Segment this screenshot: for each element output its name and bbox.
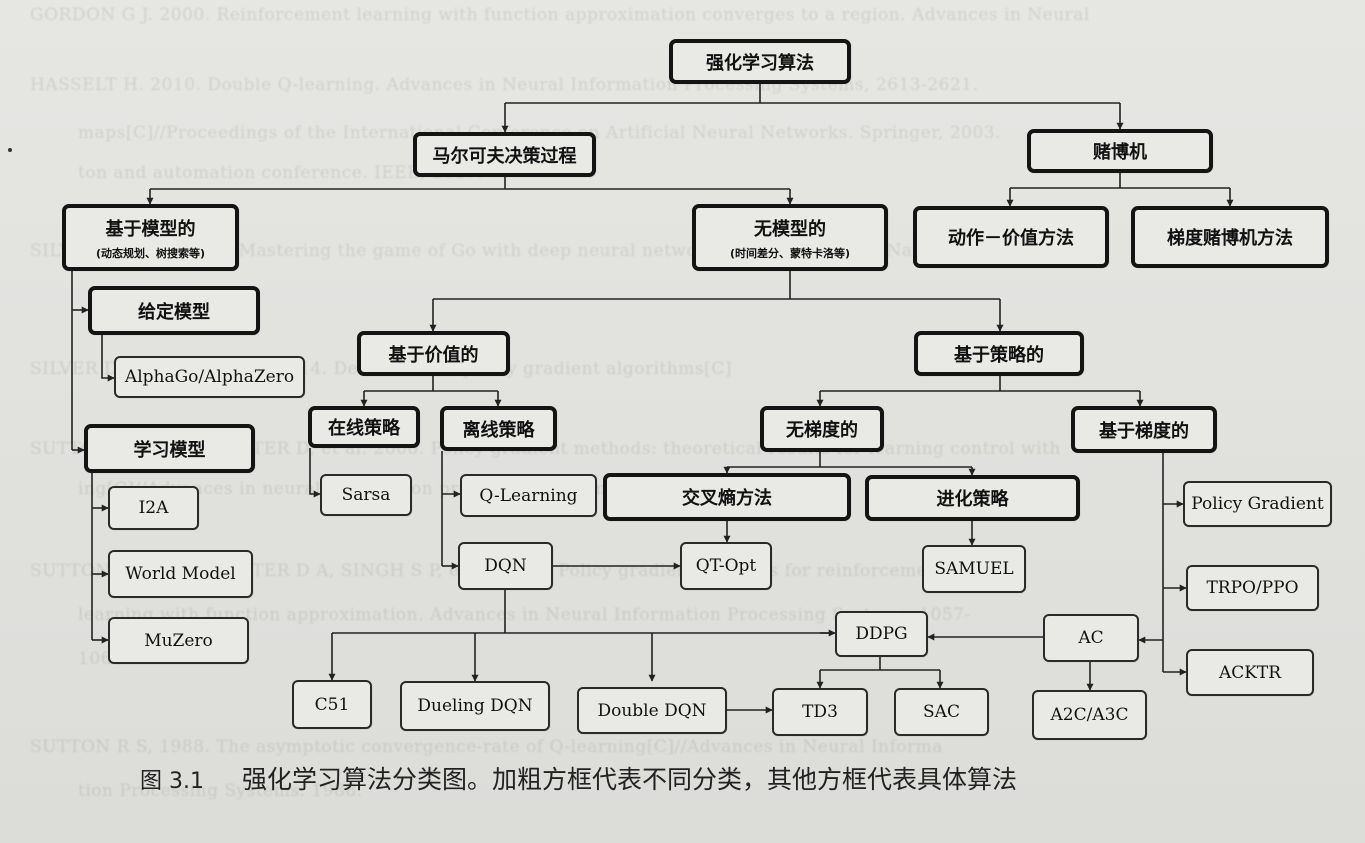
- node-sublabel: (时间差分、蒙特卡洛等): [729, 246, 851, 260]
- node-label: World Model: [125, 564, 236, 584]
- edge-given-alphago: [101, 335, 115, 382]
- node-samuel: SAMUEL: [922, 545, 1026, 593]
- node-sublabel: (动态规划、树搜索等): [95, 246, 206, 260]
- background-reference-text: tion Processing Systems. 1988.: [78, 781, 363, 801]
- node-evolution: 进化策略: [865, 475, 1080, 521]
- node-world-model: World Model: [108, 550, 253, 598]
- edge-dqn-trunk: [332, 590, 833, 634]
- node-label: 动作－价值方法: [948, 228, 1074, 249]
- node-label: 交叉熵方法: [682, 488, 772, 509]
- node-label: Policy Gradient: [1191, 494, 1324, 514]
- node-mdp: 马尔可夫决策过程: [413, 132, 596, 177]
- node-double-dqn: Double DQN: [577, 687, 727, 734]
- node-gradient-free: 无梯度的: [760, 406, 884, 452]
- node-i2a: I2A: [108, 486, 199, 530]
- node-root: 强化学习算法: [669, 39, 851, 84]
- node-label: TRPO/PPO: [1206, 578, 1299, 598]
- node-model-free: 无模型的 (时间差分、蒙特卡洛等): [692, 204, 888, 271]
- node-value-based: 基于价值的: [357, 331, 510, 376]
- node-sac: SAC: [894, 688, 989, 736]
- node-label: 进化策略: [936, 489, 1009, 510]
- node-action-value: 动作－价值方法: [913, 206, 1109, 268]
- node-ac: AC: [1043, 614, 1139, 662]
- node-label: 在线策略: [328, 418, 400, 439]
- node-policy-gradient: Policy Gradient: [1183, 481, 1332, 527]
- node-acktr: ACKTR: [1186, 649, 1314, 696]
- edge-value-split: [364, 376, 498, 392]
- node-label: SAC: [923, 702, 960, 722]
- node-muzero: MuZero: [108, 617, 249, 664]
- node-label: Sarsa: [341, 485, 391, 505]
- node-label: I2A: [138, 498, 169, 518]
- node-label: MuZero: [144, 630, 213, 651]
- edge-ddpg-split: [820, 657, 940, 671]
- node-policy-based: 基于策略的: [914, 331, 1084, 376]
- node-gradient-based: 基于梯度的: [1071, 406, 1217, 453]
- node-label: C51: [314, 694, 350, 715]
- background-reference-text: GORDON G J. 2000. Reinforcement learning…: [30, 5, 1090, 25]
- figure-caption: 图 3.1 强化学习算法分类图。加粗方框代表不同分类，其他方框代表具体算法: [140, 760, 1017, 800]
- node-alphago: AlphaGo/AlphaZero: [114, 356, 305, 398]
- node-label: 离线策略: [462, 419, 535, 441]
- node-label: 无模型的: [754, 218, 826, 240]
- node-trpo-ppo: TRPO/PPO: [1186, 565, 1319, 611]
- node-label: 基于模型的: [105, 218, 196, 240]
- node-label: AC: [1078, 628, 1104, 648]
- node-gradient-bandit: 梯度赌博机方法: [1131, 206, 1329, 268]
- node-off-policy: 离线策略: [440, 406, 557, 451]
- edge-root-split: [505, 82, 1120, 104]
- node-dqn: DQN: [458, 542, 553, 590]
- node-c51: C51: [292, 680, 372, 729]
- node-label: A2C/A3C: [1050, 705, 1129, 725]
- node-label: Double DQN: [597, 700, 707, 721]
- node-a2c-a3c: A2C/A3C: [1032, 690, 1147, 740]
- node-label: TD3: [802, 702, 838, 722]
- node-label: 梯度赌博机方法: [1167, 228, 1293, 249]
- ink-dot: [8, 148, 12, 152]
- node-label: QT-Opt: [695, 556, 757, 576]
- node-label: 基于策略的: [954, 344, 1044, 366]
- node-label: 学习模型: [133, 439, 206, 461]
- node-qt-opt: QT-Opt: [680, 542, 772, 590]
- node-td3: TD3: [772, 688, 868, 736]
- node-label: DQN: [484, 556, 527, 576]
- figure-number: 图 3.1: [140, 769, 204, 794]
- node-label: 给定模型: [138, 301, 210, 323]
- node-label: 基于价值的: [388, 344, 479, 366]
- node-label: Dueling DQN: [417, 696, 533, 716]
- node-label: ACKTR: [1218, 662, 1282, 683]
- background-reference-text: ton and automation conference. IEEE, 201…: [78, 163, 484, 183]
- edge-mdp-split: [150, 176, 790, 190]
- figure-caption-text: 强化学习算法分类图。加粗方框代表不同分类，其他方框代表具体算法: [242, 765, 1018, 794]
- node-label: Q-Learning: [479, 485, 578, 506]
- node-label: DDPG: [855, 624, 908, 644]
- node-label: 马尔可夫决策过程: [432, 145, 577, 167]
- node-ddpg: DDPG: [835, 611, 928, 657]
- node-sarsa: Sarsa: [320, 474, 412, 516]
- edge-policy-split: [820, 376, 1140, 392]
- node-on-policy: 在线策略: [308, 406, 420, 448]
- node-label: 无梯度的: [786, 420, 858, 441]
- background-reference-text: learning with function approximation. Ad…: [78, 605, 971, 625]
- node-label: 赌博机: [1093, 142, 1147, 163]
- node-label: SAMUEL: [934, 559, 1014, 579]
- node-dueling-dqn: Dueling DQN: [400, 681, 550, 731]
- node-bandit: 赌博机: [1027, 129, 1213, 173]
- node-label: 基于梯度的: [1099, 420, 1189, 442]
- edge-bandit-split: [1010, 172, 1230, 189]
- node-learned-model: 学习模型: [84, 424, 255, 473]
- node-q-learning: Q-Learning: [460, 474, 597, 517]
- node-model-based: 基于模型的 (动态规划、树搜索等): [62, 204, 239, 271]
- background-reference-text: SUTTON R S, 1988. The asymptotic converg…: [30, 737, 943, 757]
- node-label: AlphaGo/AlphaZero: [124, 367, 295, 387]
- node-label: 强化学习算法: [706, 52, 814, 74]
- node-given-model: 给定模型: [88, 286, 260, 335]
- edge-gradfree-split: [727, 452, 972, 468]
- edge-on-sarsa: [309, 448, 321, 498]
- edge-modelfree-split: [433, 271, 1000, 300]
- node-cross-entropy: 交叉熵方法: [603, 473, 851, 521]
